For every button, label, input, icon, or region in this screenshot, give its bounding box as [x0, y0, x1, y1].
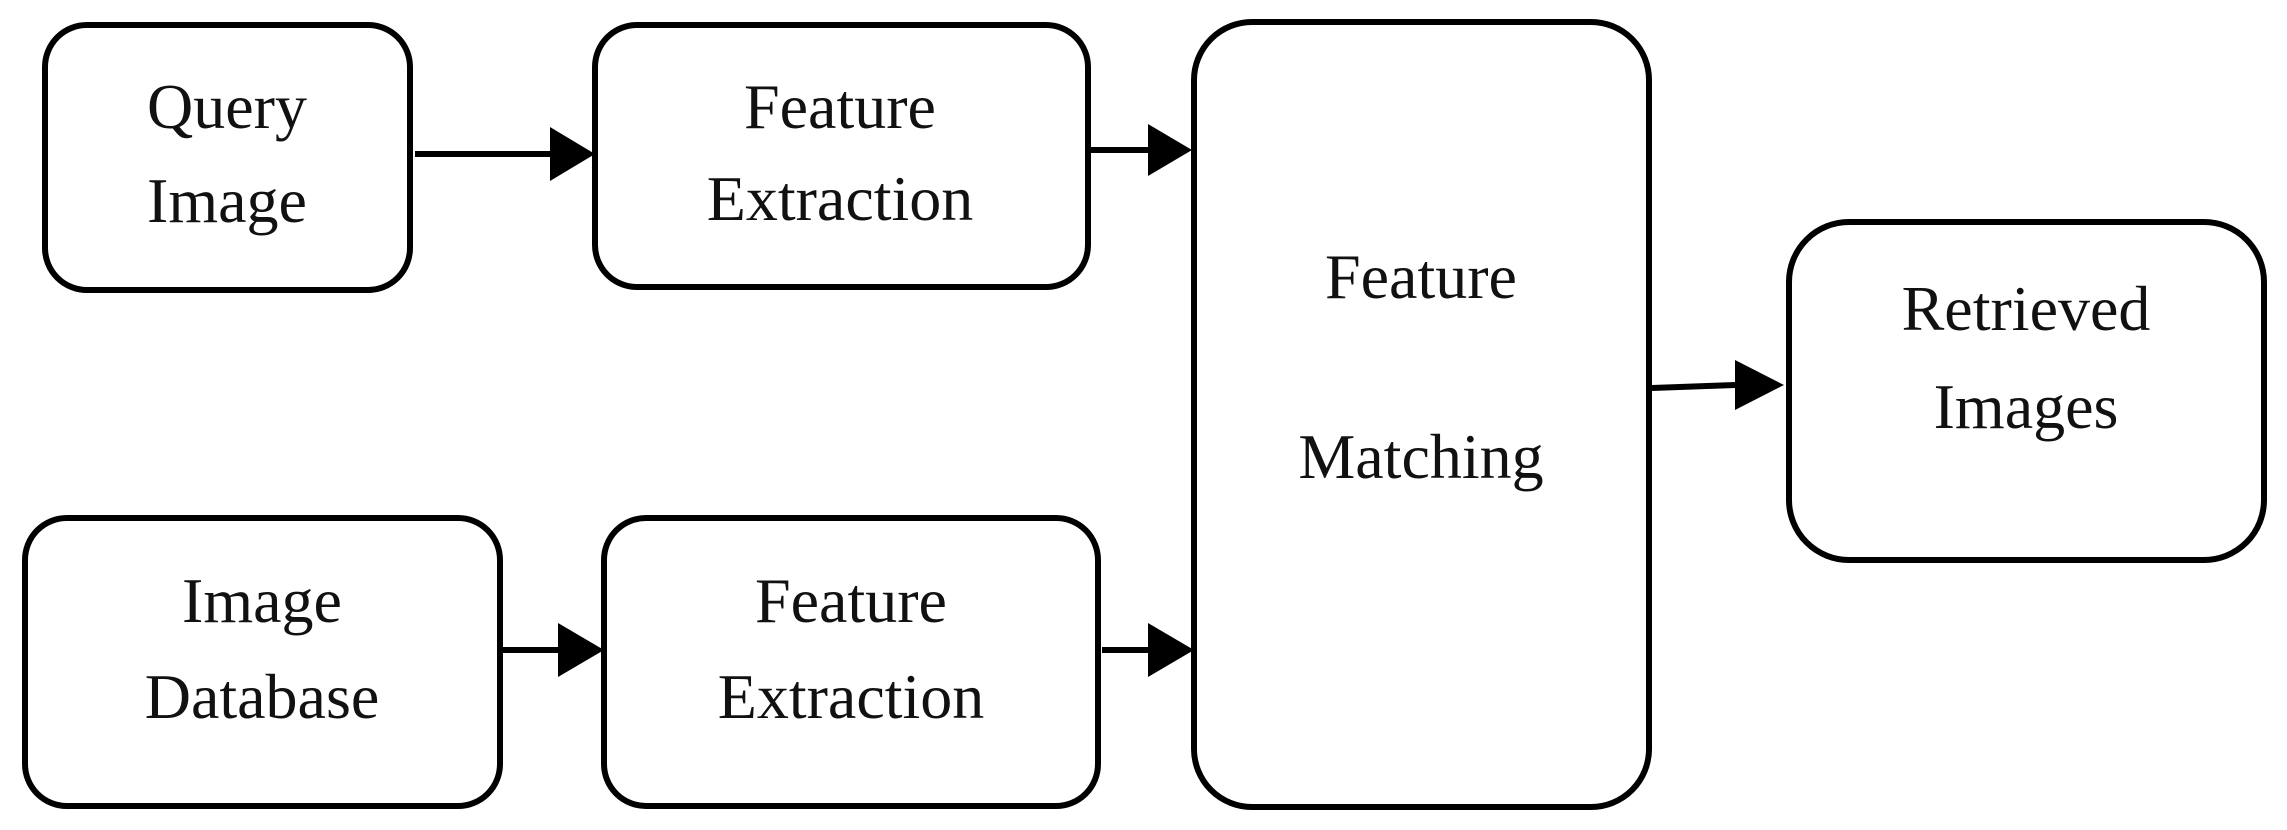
node-image-database-line-1: Image — [182, 565, 342, 636]
node-retrieved-images-line-1: Retrieved — [1902, 273, 2151, 344]
arrowhead-icon — [1148, 124, 1192, 176]
node-feature-matching-line-2: Matching — [1298, 421, 1543, 492]
node-feature-extraction-bottom-line-2: Extraction — [718, 661, 985, 732]
arrowhead-icon — [1148, 623, 1194, 677]
edge-database-to-extraction-bottom — [503, 623, 604, 677]
node-feature-matching-line-1: Feature — [1325, 241, 1517, 312]
edge-extraction-top-to-matching — [1090, 124, 1192, 176]
node-feature-extraction-bottom-line-1: Feature — [755, 565, 947, 636]
arrowhead-icon — [558, 623, 604, 677]
arrowhead-icon — [550, 127, 595, 181]
node-query-image-line-1: Query — [147, 71, 307, 142]
node-query-image: Query Image — [42, 22, 413, 293]
node-retrieved-images-line-2: Images — [1934, 371, 2119, 442]
node-feature-extraction-top-line-1: Feature — [744, 71, 936, 142]
node-image-database: Image Database — [22, 515, 503, 809]
node-feature-extraction-top: Feature Extraction — [592, 22, 1091, 290]
node-query-image-line-2: Image — [147, 165, 307, 236]
edge-matching-to-retrieved — [1651, 360, 1784, 410]
node-feature-extraction-bottom: Feature Extraction — [601, 515, 1101, 809]
node-feature-matching: Feature Matching — [1191, 19, 1652, 810]
node-retrieved-images: Retrieved Images — [1786, 219, 2267, 563]
arrowhead-icon — [1735, 360, 1784, 410]
node-image-database-line-2: Database — [145, 661, 380, 732]
edge-extraction-bottom-to-matching — [1102, 623, 1194, 677]
edge-query-to-extraction-top — [415, 127, 595, 181]
node-feature-extraction-top-line-2: Extraction — [707, 163, 974, 234]
